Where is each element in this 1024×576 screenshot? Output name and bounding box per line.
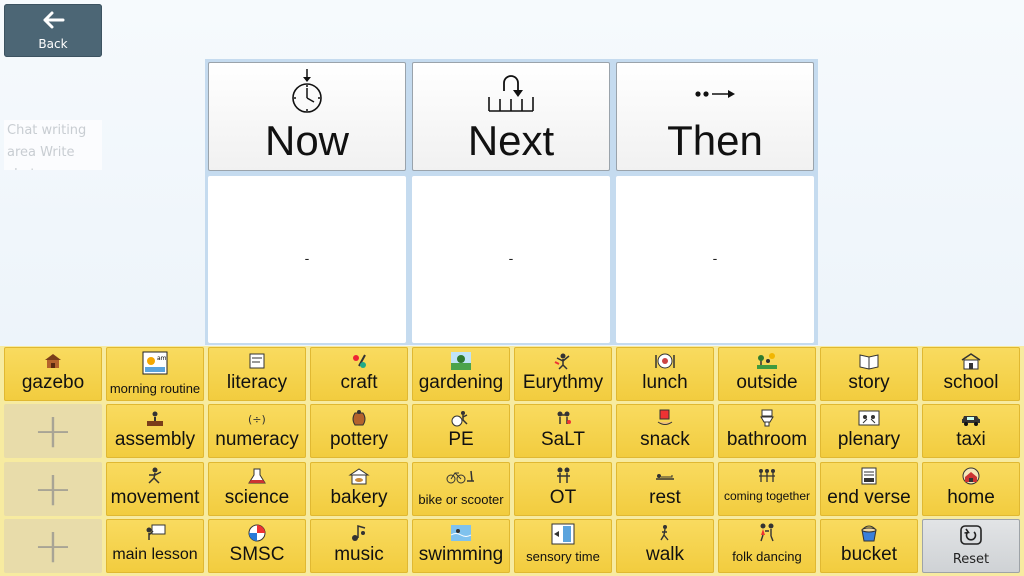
main-lesson-icon [144, 523, 166, 543]
bike-icon [446, 466, 476, 486]
tile-outside[interactable]: outside [718, 347, 816, 401]
pe-icon [450, 408, 472, 428]
tile-gardening[interactable]: gardening [412, 347, 510, 401]
back-button[interactable]: Back [4, 4, 102, 57]
tile-end-verse[interactable]: end verse [820, 462, 918, 516]
then-header[interactable]: Then [616, 62, 814, 171]
taxi-icon [960, 408, 982, 428]
tile-gazebo[interactable]: gazebo [4, 347, 102, 401]
reset-label: Reset [952, 552, 990, 567]
bucket-icon [858, 523, 880, 543]
gazebo-icon [42, 351, 64, 371]
ot-icon [552, 466, 574, 486]
reset-icon [960, 525, 982, 549]
now-next-then-board: Now Next Then - [205, 59, 818, 345]
tile-craft[interactable]: craft [310, 347, 408, 401]
timer-icon [209, 69, 405, 115]
svg-text:(÷): (÷) [248, 413, 266, 426]
gardening-icon [450, 351, 472, 371]
now-header[interactable]: Now [208, 62, 406, 171]
now-slot[interactable]: - [208, 176, 406, 343]
bakery-icon [348, 466, 370, 486]
tile-pottery[interactable]: pottery [310, 404, 408, 458]
then-arrow-icon [617, 69, 813, 115]
tile-story[interactable]: story [820, 347, 918, 401]
activity-grid: gazebo am morning routine literacy craft… [0, 346, 1024, 576]
numeracy-icon: (÷) [246, 408, 268, 428]
tile-taxi[interactable]: taxi [922, 404, 1020, 458]
story-icon [858, 351, 880, 371]
tile-eurythmy[interactable]: Eurythmy [514, 347, 612, 401]
home-icon [960, 466, 982, 486]
tile-walk[interactable]: walk [616, 519, 714, 573]
rest-icon [654, 466, 676, 486]
literacy-icon [246, 351, 268, 371]
school-icon [960, 351, 982, 371]
add-button[interactable]: + [4, 519, 102, 573]
now-label: Now [264, 117, 350, 164]
bathroom-icon [756, 408, 778, 428]
tile-bathroom[interactable]: bathroom [718, 404, 816, 458]
tile-home[interactable]: home [922, 462, 1020, 516]
next-label: Next [467, 117, 555, 164]
morning-routine-icon: am [142, 351, 168, 375]
tile-school[interactable]: school [922, 347, 1020, 401]
tile-coming-together[interactable]: coming together [718, 462, 816, 516]
eurythmy-icon [552, 351, 574, 371]
tile-lunch[interactable]: lunch [616, 347, 714, 401]
then-label: Then [667, 117, 763, 164]
pottery-icon [348, 408, 370, 428]
add-button[interactable]: + [4, 462, 102, 516]
tile-bakery[interactable]: bakery [310, 462, 408, 516]
assembly-icon [144, 408, 166, 428]
tile-rest[interactable]: rest [616, 462, 714, 516]
salt-icon [552, 408, 574, 428]
arrow-left-icon [41, 10, 65, 33]
tile-bike-or-scooter[interactable]: bike or scooter [412, 462, 510, 516]
tile-folk-dancing[interactable]: folk dancing [718, 519, 816, 573]
tile-pe[interactable]: PE [412, 404, 510, 458]
music-icon [348, 523, 370, 543]
add-button[interactable]: + [4, 404, 102, 458]
tile-main-lesson[interactable]: main lesson [106, 519, 204, 573]
snack-icon [654, 408, 676, 428]
then-slot[interactable]: - [616, 176, 814, 343]
reset-button[interactable]: Reset [922, 519, 1020, 573]
sensory-time-icon [551, 523, 575, 545]
tile-snack[interactable]: snack [616, 404, 714, 458]
end-verse-icon [858, 466, 880, 486]
folk-dancing-icon [756, 523, 778, 543]
tile-ot[interactable]: OT [514, 462, 612, 516]
chat-writing-area[interactable]: Chat writing area Write chat [4, 120, 102, 170]
tile-assembly[interactable]: assembly [106, 404, 204, 458]
next-step-icon [413, 69, 609, 115]
coming-together-icon [756, 466, 778, 486]
tile-music[interactable]: music [310, 519, 408, 573]
tile-salt[interactable]: SaLT [514, 404, 612, 458]
tile-plenary[interactable]: plenary [820, 404, 918, 458]
next-header[interactable]: Next [412, 62, 610, 171]
tile-swimming[interactable]: swimming [412, 519, 510, 573]
science-icon [246, 466, 268, 486]
outside-icon [756, 351, 778, 371]
tile-sensory-time[interactable]: sensory time [514, 519, 612, 573]
tile-smsc[interactable]: SMSC [208, 519, 306, 573]
back-label: Back [38, 37, 68, 51]
plenary-icon [858, 408, 880, 428]
swimming-icon [450, 523, 472, 543]
craft-icon [348, 351, 370, 371]
tile-bucket[interactable]: bucket [820, 519, 918, 573]
tile-science[interactable]: science [208, 462, 306, 516]
movement-icon [144, 466, 166, 486]
tile-literacy[interactable]: literacy [208, 347, 306, 401]
smsc-icon [246, 523, 268, 543]
tile-movement[interactable]: movement [106, 462, 204, 516]
lunch-icon [654, 351, 676, 371]
next-slot[interactable]: - [412, 176, 610, 343]
svg-text:am: am [157, 355, 167, 362]
tile-morning-routine[interactable]: am morning routine [106, 347, 204, 401]
tile-numeracy[interactable]: (÷) numeracy [208, 404, 306, 458]
walk-icon [654, 523, 676, 543]
